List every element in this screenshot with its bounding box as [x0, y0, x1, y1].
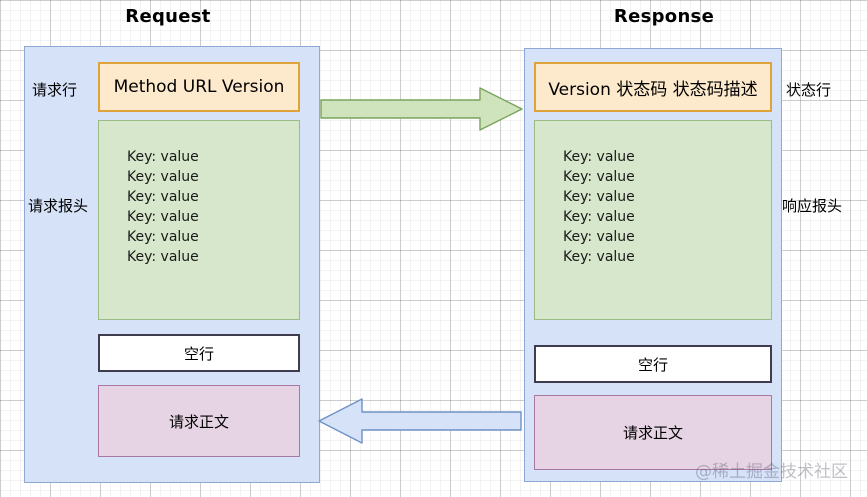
- request-header-line: Key: value: [127, 169, 199, 185]
- response-header-line: Key: value: [563, 149, 635, 165]
- request-start-line-label: 请求行: [32, 81, 78, 99]
- request-body-text: 请求正文: [168, 412, 229, 431]
- request-header-line: Key: value: [127, 249, 199, 265]
- request-header-line: Key: value: [127, 229, 199, 245]
- request-start-line-text: Method URL Version: [113, 77, 285, 97]
- request-header-line: Key: value: [127, 209, 199, 225]
- response-header-line: Key: value: [563, 229, 635, 245]
- watermark: @稀土掘金技术社区: [695, 462, 848, 482]
- response-header-list: Key: value Key: value Key: value Key: va…: [535, 121, 635, 267]
- request-header-line: Key: value: [127, 149, 199, 165]
- response-headers-box: Key: value Key: value Key: value Key: va…: [534, 120, 772, 320]
- request-flow-arrow-right-icon: [320, 87, 523, 131]
- response-body-box: 请求正文: [534, 395, 772, 470]
- response-blank-line-text: 空行: [637, 355, 668, 374]
- request-headers-box: Key: value Key: value Key: value Key: va…: [98, 120, 300, 320]
- response-header-line: Key: value: [563, 209, 635, 225]
- response-status-line-label: 状态行: [786, 81, 832, 99]
- response-header-line: Key: value: [563, 189, 635, 205]
- request-header-list: Key: value Key: value Key: value Key: va…: [99, 121, 199, 267]
- response-status-line-box: Version 状态码 状态码描述: [534, 62, 772, 112]
- request-blank-line-text: 空行: [183, 344, 214, 363]
- request-body-box: 请求正文: [98, 385, 300, 457]
- request-start-line-box: Method URL Version: [98, 62, 300, 112]
- response-blank-line-box: 空行: [534, 345, 772, 383]
- response-header-line: Key: value: [563, 169, 635, 185]
- response-header-line: Key: value: [563, 249, 635, 265]
- request-blank-line-box: 空行: [98, 334, 300, 372]
- response-status-line-text: Version 状态码 状态码描述: [548, 79, 758, 100]
- request-header-line: Key: value: [127, 189, 199, 205]
- response-headers-label: 响应报头: [782, 197, 843, 215]
- response-body-text: 请求正文: [622, 424, 683, 442]
- response-flow-arrow-left-icon: [318, 398, 522, 444]
- request-headers-label: 请求报头: [28, 197, 89, 215]
- response-title: Response: [613, 6, 715, 27]
- request-title: Request: [125, 6, 211, 27]
